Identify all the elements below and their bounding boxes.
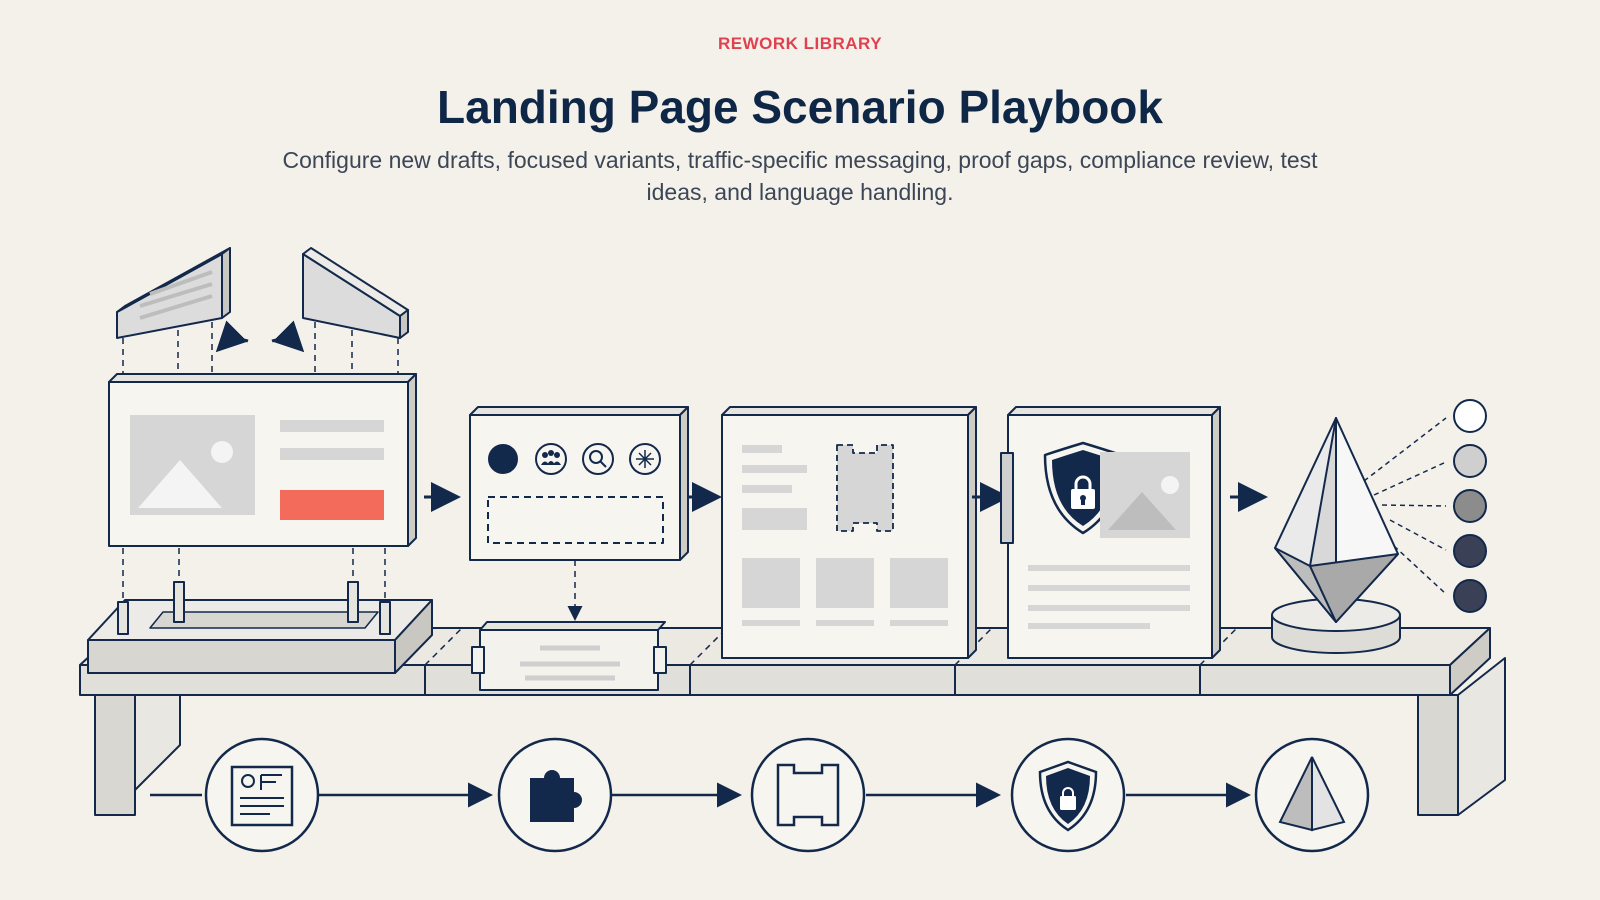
page-subtitle: Configure new drafts, focused variants, … — [282, 147, 1318, 205]
puzzle-piece-icon — [497, 737, 613, 853]
id-card-icon — [204, 737, 320, 853]
stage-compliance-review — [1000, 406, 1221, 659]
shield-lock-icon — [1010, 737, 1126, 853]
search-icon — [582, 443, 614, 475]
output-swatch — [1453, 399, 1487, 433]
page-title: Landing Page Scenario Playbook — [437, 81, 1163, 133]
output-swatch — [1453, 489, 1487, 523]
stage-new-draft — [87, 247, 433, 674]
output-swatch — [1453, 534, 1487, 568]
audience-icon — [535, 443, 567, 475]
bottom-flow — [150, 737, 1370, 853]
output-swatch — [1453, 444, 1487, 478]
pyramid-icon — [1254, 737, 1370, 853]
output-swatch — [1453, 579, 1487, 613]
stage-focused-variant — [469, 406, 689, 691]
cta-block — [280, 490, 384, 520]
stage-test-ideas — [1271, 399, 1487, 654]
stage-proof-gaps — [721, 406, 977, 659]
ticket-frame-icon — [750, 737, 866, 853]
eyebrow-label: REWORK LIBRARY — [717, 34, 883, 53]
filled-dot-icon — [488, 444, 518, 474]
